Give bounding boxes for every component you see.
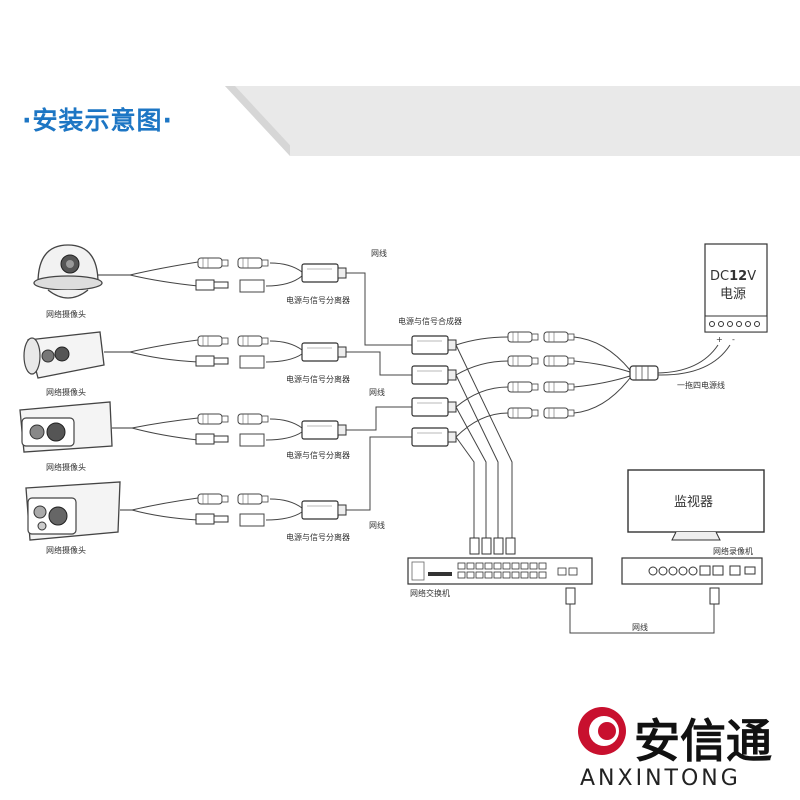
- splitter-4: [237, 493, 347, 527]
- combiner-label: 电源与信号合成器: [398, 316, 462, 326]
- camera-bullet-2: [19, 401, 132, 453]
- camera-label-3: 网络摄像头: [46, 462, 86, 472]
- monitor: [627, 469, 765, 541]
- nvr: [621, 557, 763, 585]
- power-supply: [704, 243, 768, 333]
- splitter-label-4: 电源与信号分离器: [286, 532, 350, 542]
- camera-label-1: 网络摄像头: [46, 309, 86, 319]
- nvr-label: 网络录像机: [713, 546, 753, 556]
- camera-pigtail-4: [131, 497, 199, 521]
- splitter-label-3: 电源与信号分离器: [286, 450, 350, 460]
- power-cable-label: 一拖四电源线: [677, 380, 725, 390]
- switch-nvr-cable-label: 网线: [632, 622, 648, 632]
- brand-name: 安信通: [634, 714, 772, 768]
- psu-minus: -: [732, 335, 735, 344]
- camera-pigtail-1: [129, 261, 199, 287]
- splitter-label-2: 电源与信号分离器: [286, 374, 350, 384]
- camera-label-4: 网络摄像头: [46, 545, 86, 555]
- brand-sub: ANXINTONG: [580, 766, 741, 791]
- power-supply-line2: 电源: [720, 287, 746, 302]
- splitter-3: [237, 413, 347, 447]
- psu-plus: +: [716, 335, 723, 344]
- cable-label-1: 网线: [371, 248, 387, 258]
- camera-dome: [33, 244, 130, 299]
- dc-plugs-combiner: [507, 331, 575, 419]
- splitter-1: [237, 257, 347, 293]
- brand-logo: [578, 707, 626, 755]
- power-hub: [629, 344, 731, 381]
- cable-label-2: 网线: [369, 387, 385, 397]
- switch-cables: [455, 344, 513, 540]
- power-supply-line1: DC12V: [710, 269, 756, 284]
- camera-label-2: 网络摄像头: [46, 387, 86, 397]
- network-switch: [407, 557, 593, 585]
- cable-label-3: 网线: [369, 520, 385, 530]
- camera-bullet-1: [23, 331, 130, 379]
- switch-label: 网络交换机: [410, 588, 450, 598]
- switch-nvr-cable: [565, 587, 720, 634]
- psu-dc: DC: [710, 269, 729, 284]
- page-title: ·安装示意图·: [22, 106, 173, 135]
- splitter-2: [237, 335, 347, 369]
- psu-v: V: [747, 269, 756, 284]
- network-cables: [346, 272, 412, 511]
- psu-12: 12: [729, 269, 747, 284]
- monitor-label: 监视器: [674, 495, 713, 510]
- power-cables: [455, 336, 631, 438]
- combiners: [411, 335, 457, 447]
- splitter-label-1: 电源与信号分离器: [286, 295, 350, 305]
- header-tab: [10, 86, 290, 156]
- switch-plugs: [469, 537, 516, 555]
- camera-pigtail-3: [131, 417, 199, 441]
- camera-bullet-3: [25, 481, 132, 541]
- camera-pigtail-2: [129, 339, 199, 363]
